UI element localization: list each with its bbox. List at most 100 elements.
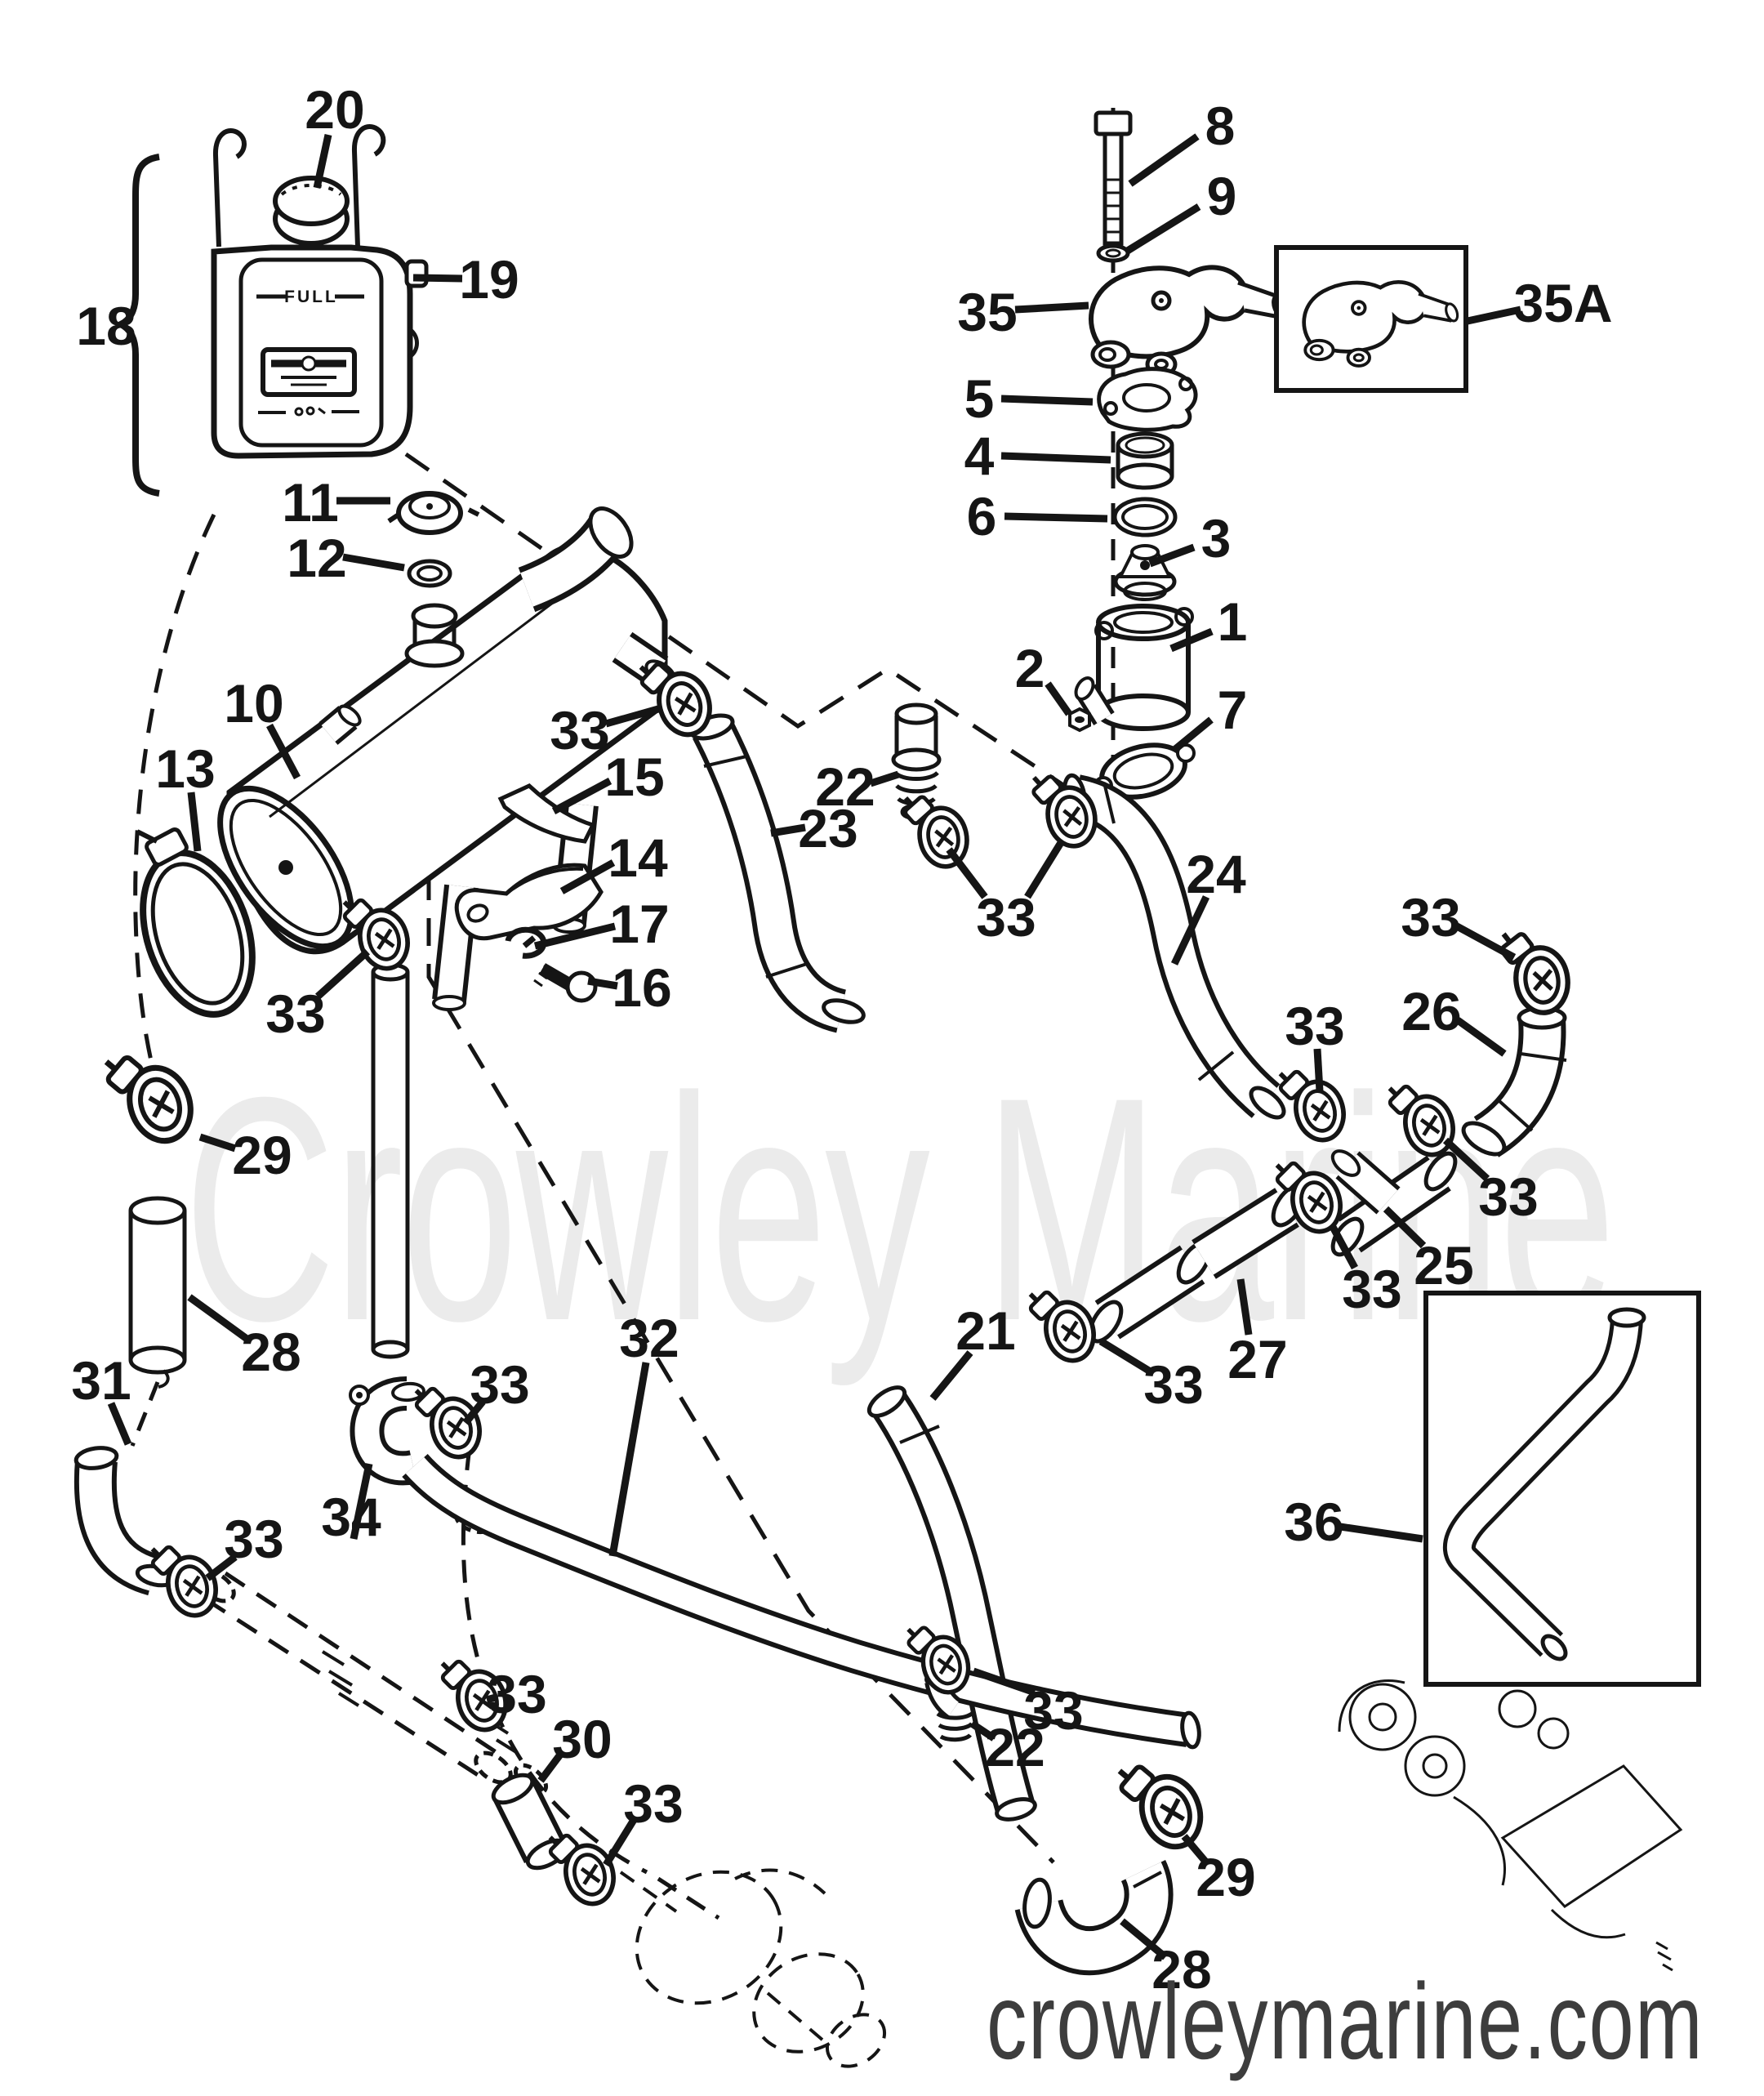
- part-number-label: 22: [985, 1717, 1045, 1777]
- callout-33-30: 33: [1442, 1137, 1539, 1227]
- tank-hook-right: [351, 124, 386, 248]
- plug-2: [1068, 707, 1091, 733]
- leader-line: [1467, 305, 1521, 325]
- callout-3-19: 3: [1148, 508, 1231, 569]
- part-number-label: 26: [1401, 981, 1461, 1041]
- callout-22-49: 22: [969, 1717, 1045, 1777]
- leader-line: [972, 1667, 1036, 1697]
- leader-line: [1024, 839, 1065, 899]
- callout-33-25: 33: [946, 839, 1065, 948]
- callout-33-45: 33: [485, 1664, 547, 1724]
- callout-11-3: 11: [282, 472, 390, 533]
- callout-33-7: 33: [550, 700, 660, 760]
- leader-line: [1148, 543, 1196, 568]
- callout-28-51: 28: [1120, 1918, 1212, 2000]
- callout-33-42: 33: [265, 948, 371, 1044]
- callout-35A-15: 35A: [1467, 273, 1613, 333]
- leader-line: [313, 134, 332, 189]
- part-number-label: 22: [815, 756, 875, 817]
- part-number-label: 29: [232, 1125, 292, 1185]
- leader-line: [1236, 1278, 1253, 1336]
- shim-15: [497, 783, 596, 844]
- part-number-label: 33: [487, 1664, 546, 1724]
- hose-32: [402, 1453, 1201, 1750]
- part-number-label: 30: [552, 1709, 612, 1769]
- hoses: [74, 702, 1567, 1976]
- part-number-label: 13: [155, 738, 215, 799]
- part-number-label: 2: [1015, 638, 1045, 698]
- hose-clamp: [1023, 760, 1100, 854]
- callout-29-40: 29: [198, 1125, 292, 1185]
- callout-31-39: 31: [71, 1350, 132, 1446]
- hose-23: [689, 713, 866, 1033]
- part-number-label: 33: [1285, 996, 1344, 1056]
- leader-line: [551, 778, 612, 814]
- part-number-label: 25: [1414, 1235, 1473, 1296]
- callout-17-10: 17: [533, 894, 670, 954]
- callout-35-14: 35: [957, 282, 1089, 342]
- leader-line: [266, 723, 301, 780]
- leader-line: [1169, 627, 1214, 653]
- callout-9-13: 9: [1124, 166, 1237, 255]
- part-number-label: 36: [1284, 1492, 1343, 1552]
- part-number-label: 23: [798, 798, 858, 858]
- engine-ghost: [1338, 1679, 1683, 1972]
- leader-line: [462, 1399, 486, 1425]
- hose-clamp: [1492, 918, 1572, 1018]
- sleeve-4: [1116, 431, 1174, 490]
- bracket-14: [454, 863, 604, 941]
- callout-33-48: 33: [972, 1667, 1084, 1741]
- part-number-label: 17: [609, 894, 669, 954]
- inset-box-36: [1423, 1291, 1701, 1687]
- part-number-label: 28: [1152, 1939, 1211, 2000]
- leader-line: [603, 1817, 637, 1867]
- callout-2-21: 2: [1015, 638, 1072, 716]
- tank-full-mark: FULL: [256, 288, 364, 306]
- exchanger-hanger-stub: [318, 704, 362, 745]
- leader-line: [1181, 1834, 1209, 1865]
- leader-line: [1128, 133, 1200, 187]
- leader-line: [1014, 301, 1089, 314]
- callout-34-38: 34: [321, 1463, 381, 1547]
- leader-line: [1000, 395, 1094, 406]
- callout-12-4: 12: [287, 528, 405, 588]
- bolt-8: [1094, 110, 1133, 246]
- leader-line: [1339, 1523, 1423, 1543]
- leader-line: [485, 1693, 497, 1704]
- callout-14-9: 14: [559, 827, 668, 894]
- tank-lower-mark: [258, 406, 359, 417]
- part-number-label: 33: [976, 887, 1036, 948]
- callout-6-18: 6: [967, 486, 1108, 546]
- screw-16: [533, 963, 598, 1003]
- callout-33-27: 33: [1401, 887, 1517, 961]
- callout-30-46: 30: [537, 1709, 612, 1783]
- leader-line: [1124, 203, 1201, 255]
- leader-line: [770, 823, 806, 837]
- callout-4-17: 4: [964, 426, 1111, 486]
- thermostat-housing-1: [1074, 604, 1194, 731]
- callout-19-2: 19: [412, 249, 519, 310]
- tank-side-strap: [407, 326, 419, 360]
- callout-27-33: 27: [1227, 1278, 1288, 1389]
- lock-washer-17: [505, 926, 547, 959]
- leader-line: [537, 1752, 564, 1783]
- callout-33-43: 33: [205, 1509, 284, 1581]
- leader-line: [587, 977, 618, 990]
- part-number-label: 28: [241, 1322, 301, 1382]
- pressure-cap-11: [387, 491, 480, 535]
- part-number-label: 32: [619, 1308, 679, 1368]
- part-number-label: 9: [1207, 166, 1237, 226]
- callout-23-24: 23: [770, 798, 858, 858]
- part-number-label: 33: [1401, 887, 1460, 948]
- part-number-label: 16: [612, 957, 671, 1018]
- part-number-label: 10: [224, 673, 283, 734]
- cap-gasket-12: [407, 559, 452, 588]
- part-number-label: 31: [71, 1350, 131, 1411]
- callout-33-29: 33: [1285, 996, 1345, 1092]
- leader-line: [969, 1720, 996, 1741]
- pipe-and-fitting-34: [349, 962, 425, 1486]
- part-number-label: 33: [1478, 1166, 1538, 1227]
- leader-line: [608, 1362, 650, 1557]
